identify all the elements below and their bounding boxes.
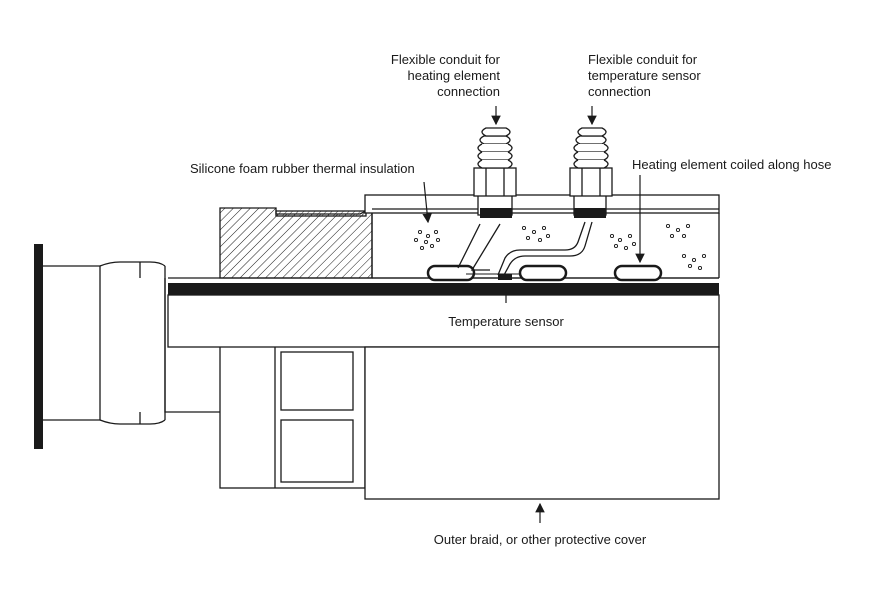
outer-braid-cover <box>364 346 720 500</box>
end-flange <box>34 244 220 449</box>
conduit-sensor <box>569 127 613 218</box>
fitting-body <box>219 345 366 489</box>
label-outer-braid: Outer braid, or other protective cover <box>433 532 647 547</box>
sensor-lead <box>497 221 593 280</box>
label-conduit-sensor: Flexible conduit for temperature sensor … <box>588 52 701 99</box>
label-temperature-sensor: Temperature sensor <box>448 314 564 329</box>
leader-arrows <box>422 106 645 523</box>
label-heating-element: Heating element coiled along hose <box>632 157 832 172</box>
label-conduit-heating: Flexible conduit for heating element con… <box>390 52 500 99</box>
conduit-heating <box>473 127 517 218</box>
label-insulation: Silicone foam rubber thermal insulation <box>190 161 415 176</box>
cover-top <box>364 194 720 214</box>
hatched-insulation-block <box>219 207 415 279</box>
hose-tube <box>167 277 720 348</box>
foam-dots <box>413 223 707 271</box>
heating-element-coils <box>426 223 663 282</box>
